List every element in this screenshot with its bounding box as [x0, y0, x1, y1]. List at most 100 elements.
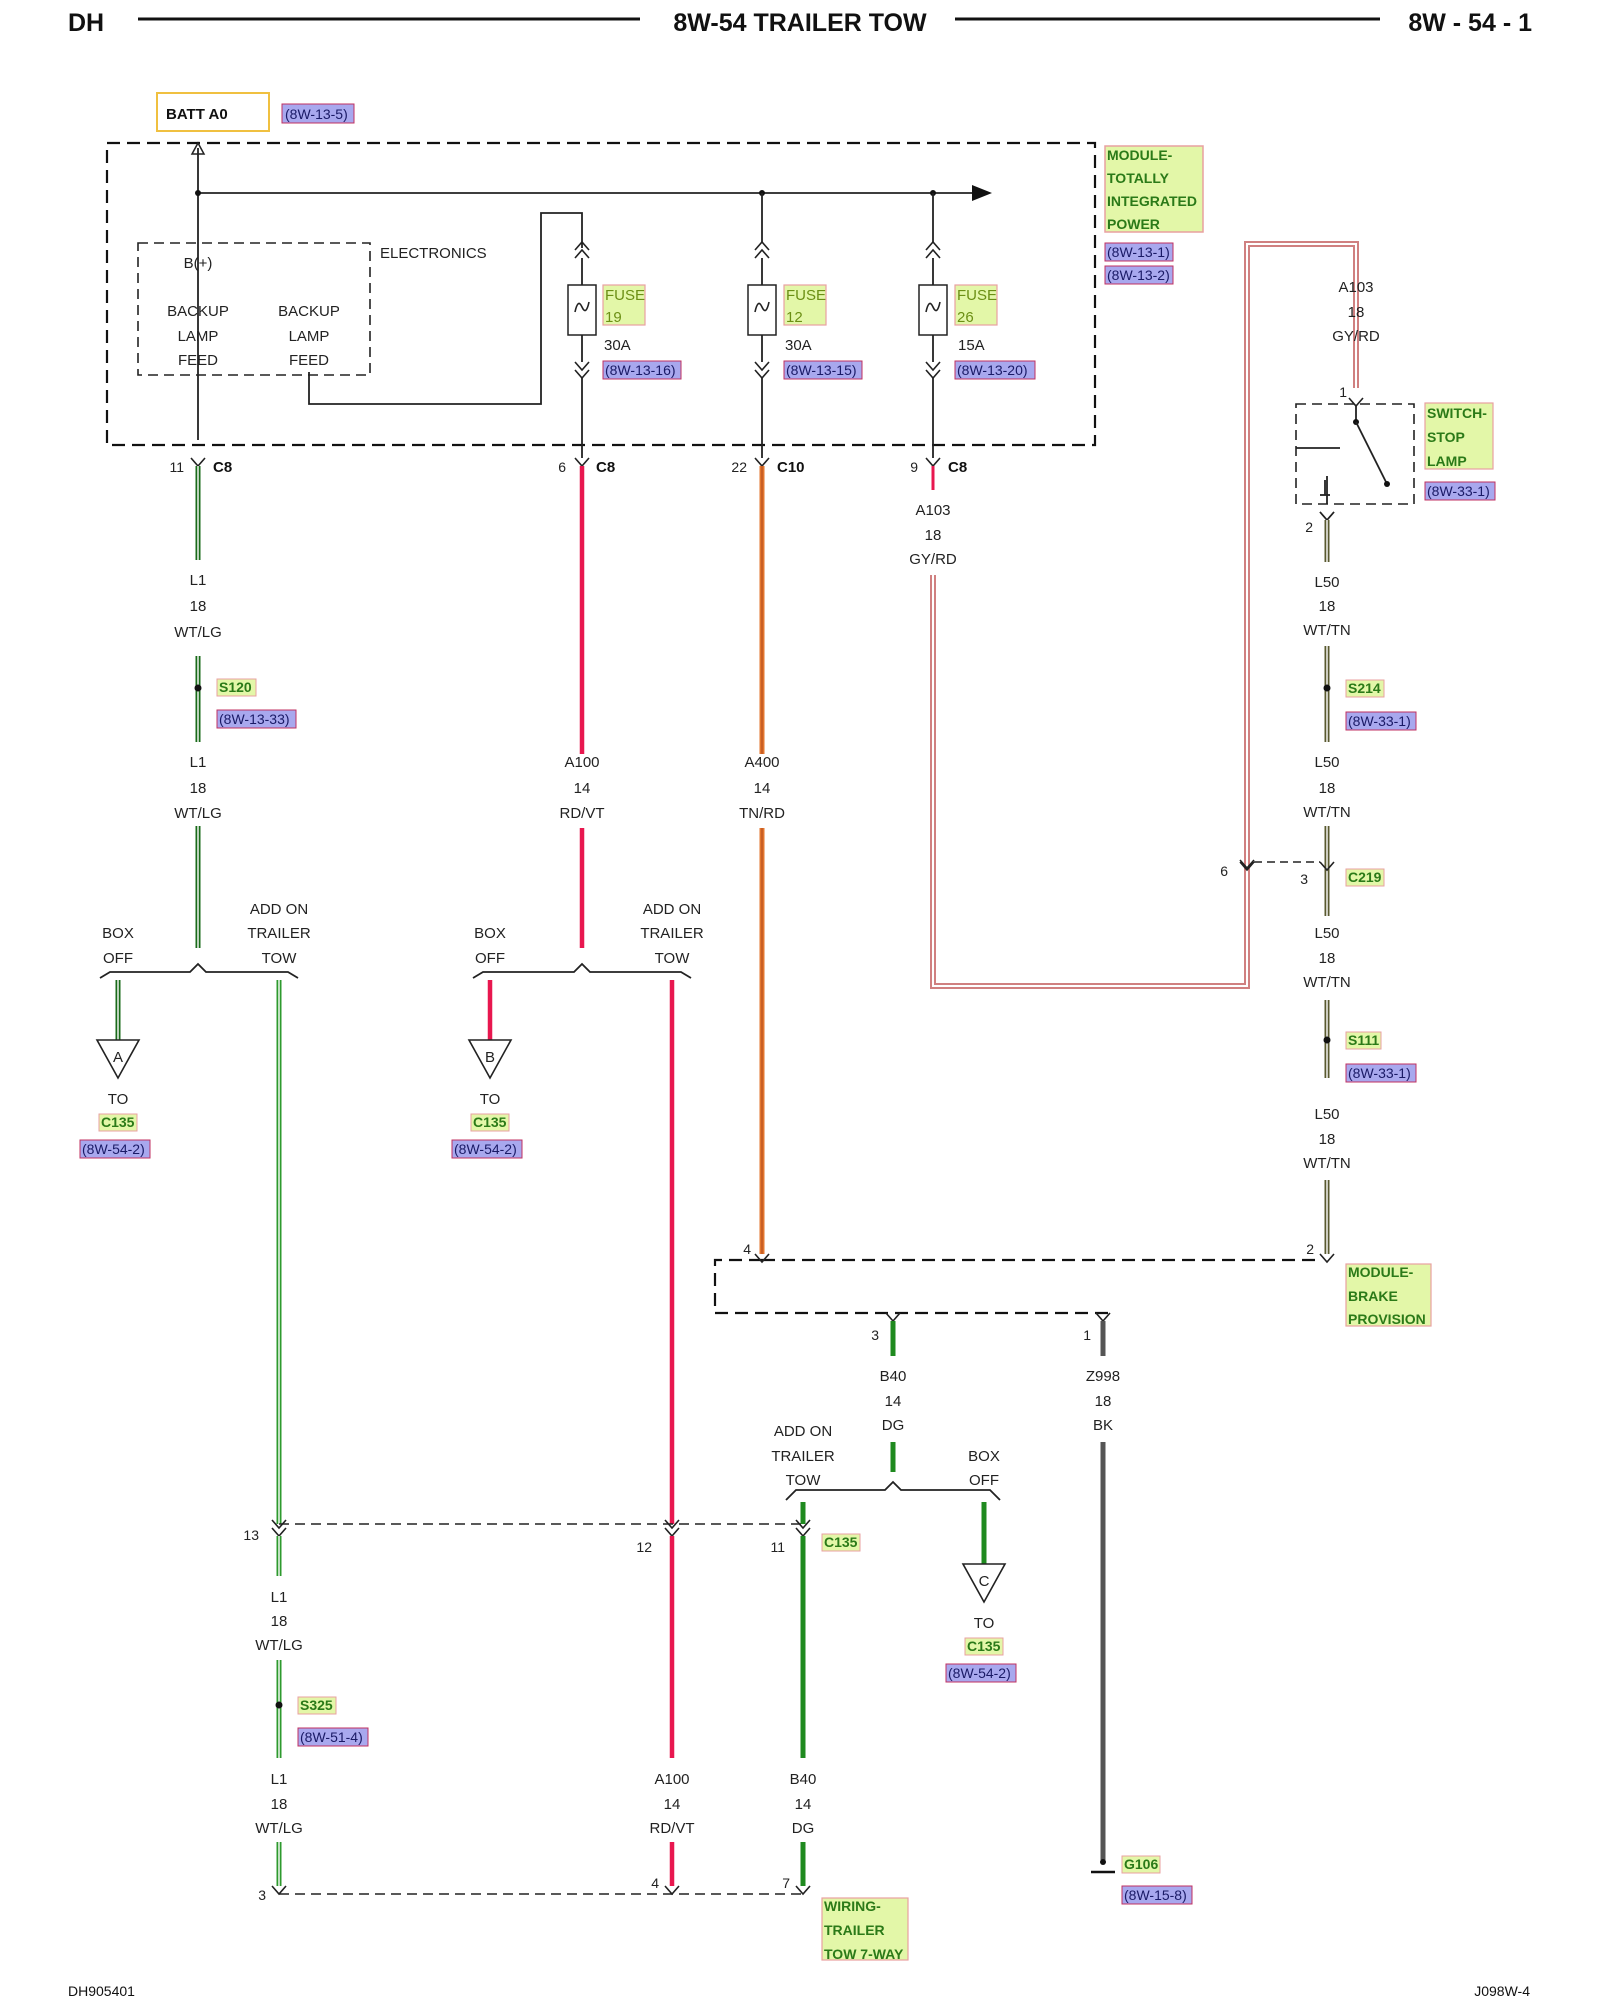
g106-ref-link[interactable]: (8W-15-8)	[1124, 1887, 1187, 1903]
fuse-19-rating: 30A	[604, 337, 631, 354]
svg-text:18: 18	[190, 598, 207, 615]
wire-a103-label-top: A103	[1338, 279, 1373, 296]
svg-text:TRAILER: TRAILER	[824, 1922, 885, 1938]
svg-text:GY/RD: GY/RD	[909, 551, 957, 568]
tipm-module-label: MODULE- TOTALLY INTEGRATED POWER	[1107, 147, 1197, 232]
connector-c-triangle	[961, 1563, 1007, 1604]
ground-g106[interactable]: G106	[1124, 1856, 1158, 1872]
svg-text:BOX: BOX	[968, 1448, 1000, 1465]
svg-text:INTEGRATED: INTEGRATED	[1107, 193, 1197, 209]
stop-lamp-switch	[1295, 403, 1415, 505]
pin-22-c10: 22	[731, 459, 747, 475]
brake-pin-2: 2	[1306, 1241, 1314, 1257]
fuse-12-rating: 30A	[785, 337, 812, 354]
trailer-pin-4: 4	[651, 1875, 659, 1891]
svg-text:WT/LG: WT/LG	[255, 1820, 303, 1837]
fuse-26-label: FUSE	[957, 287, 997, 304]
svg-text:TN/RD: TN/RD	[739, 805, 785, 822]
c219-pin-6: 6	[1220, 863, 1228, 879]
branch-a100-box-off: BOX OFF	[474, 925, 506, 967]
connector-b-ref-link[interactable]: (8W-54-2)	[454, 1141, 517, 1157]
switch-ref-link[interactable]: (8W-33-1)	[1427, 483, 1490, 499]
s214-ref-link[interactable]: (8W-33-1)	[1348, 713, 1411, 729]
tipm-ref-link-1[interactable]: (8W-13-1)	[1107, 244, 1170, 260]
wire-a103-loop	[930, 241, 1359, 989]
batt-box	[156, 92, 270, 132]
splice-s111[interactable]: S111	[1348, 1032, 1379, 1048]
trailer-pin-3: 3	[258, 1887, 266, 1903]
branch-l1-add-on: ADD ON TRAILER TOW	[247, 901, 311, 967]
svg-text:WIRING-: WIRING-	[824, 1898, 881, 1914]
svg-text:TOTALLY: TOTALLY	[1107, 170, 1170, 186]
svg-text:18: 18	[1095, 1393, 1112, 1410]
wire-b40-label-1: B40	[880, 1368, 907, 1385]
batt-label: BATT A0	[166, 106, 228, 123]
tipm-module-outline	[105, 141, 1097, 447]
splice-s325[interactable]: S325	[300, 1697, 333, 1713]
s111-ref-link[interactable]: (8W-33-1)	[1348, 1065, 1411, 1081]
svg-text:TOW: TOW	[655, 950, 691, 967]
svg-text:FEED: FEED	[289, 352, 329, 369]
svg-text:POWER: POWER	[1107, 216, 1160, 232]
wire-a103-label-mid: A103	[915, 502, 950, 519]
tipm-ref-link-2[interactable]: (8W-13-2)	[1107, 267, 1170, 283]
header-left: DH	[68, 9, 104, 37]
batt-ref-link[interactable]: (8W-13-5)	[285, 106, 348, 122]
svg-text:18: 18	[1319, 1131, 1336, 1148]
pin-6-c8: 6	[558, 459, 566, 475]
bplus-label: B(+)	[184, 255, 213, 272]
svg-text:OFF: OFF	[475, 950, 505, 967]
bus-arrow	[972, 185, 992, 201]
svg-text:OFF: OFF	[969, 1472, 999, 1489]
svg-text:14: 14	[754, 780, 771, 797]
header-page-number: 8W - 54 - 1	[1408, 9, 1532, 37]
svg-text:18: 18	[1348, 304, 1365, 321]
connector-b-c135[interactable]: C135	[473, 1114, 507, 1130]
branch-l1-box-off: BOX OFF	[102, 925, 134, 967]
fuse-12-ref-link[interactable]: (8W-13-15)	[786, 362, 857, 378]
connector-c10: C10	[777, 459, 805, 476]
branch-l1	[99, 962, 299, 979]
connector-c8-c: C8	[948, 459, 967, 476]
connector-c8-a: C8	[213, 459, 232, 476]
wire-a400-label: A400	[744, 754, 779, 771]
connector-c-ref-link[interactable]: (8W-54-2)	[948, 1665, 1011, 1681]
splice-s214[interactable]: S214	[1348, 680, 1381, 696]
splice-s120[interactable]: S120	[219, 679, 252, 695]
s120-ref-link[interactable]: (8W-13-33)	[219, 711, 290, 727]
branch-a100-add-on: ADD ON TRAILER TOW	[640, 901, 704, 967]
c135-pin-11: 11	[770, 1539, 785, 1555]
svg-text:MODULE-: MODULE-	[1107, 147, 1173, 163]
connector-c8-b: C8	[596, 459, 615, 476]
wire-l50-label-1: L50	[1314, 574, 1339, 591]
svg-text:26: 26	[957, 309, 974, 326]
svg-text:OFF: OFF	[103, 950, 133, 967]
connector-a-c135[interactable]: C135	[101, 1114, 135, 1130]
fuse-26-ref-link[interactable]: (8W-13-20)	[957, 362, 1028, 378]
brake-module-outline	[713, 1258, 1110, 1315]
c135-pin-13: 13	[243, 1527, 259, 1543]
s325-ref-link[interactable]: (8W-51-4)	[300, 1729, 363, 1745]
wire-l50-label-2: L50	[1314, 754, 1339, 771]
wire-a100-label-1: A100	[564, 754, 599, 771]
svg-text:RD/VT: RD/VT	[560, 805, 605, 822]
connector-c219[interactable]: C219	[1348, 869, 1382, 885]
svg-text:ADD ON: ADD ON	[643, 901, 701, 918]
trailer-pin-7: 7	[782, 1875, 790, 1891]
wire-l1-label-3: L1	[271, 1589, 288, 1606]
connector-a-ref-link[interactable]: (8W-54-2)	[82, 1141, 145, 1157]
connector-c-c135[interactable]: C135	[967, 1638, 1001, 1654]
svg-text:BACKUP: BACKUP	[167, 303, 229, 320]
svg-text:18: 18	[190, 780, 207, 797]
fuse-26	[918, 193, 948, 458]
electronics-label: ELECTRONICS	[380, 245, 487, 262]
svg-text:TO: TO	[108, 1091, 129, 1108]
fuse-19-ref-link[interactable]: (8W-13-16)	[605, 362, 676, 378]
svg-text:19: 19	[605, 309, 622, 326]
page-header: DH 8W-54 TRAILER TOW 8W - 54 - 1	[68, 9, 1532, 37]
pin-11-c8: 11	[169, 459, 184, 475]
connector-a-letter: A	[113, 1049, 123, 1066]
svg-text:18: 18	[1319, 780, 1336, 797]
connector-c135-label[interactable]: C135	[824, 1534, 858, 1550]
svg-text:18: 18	[1319, 950, 1336, 967]
